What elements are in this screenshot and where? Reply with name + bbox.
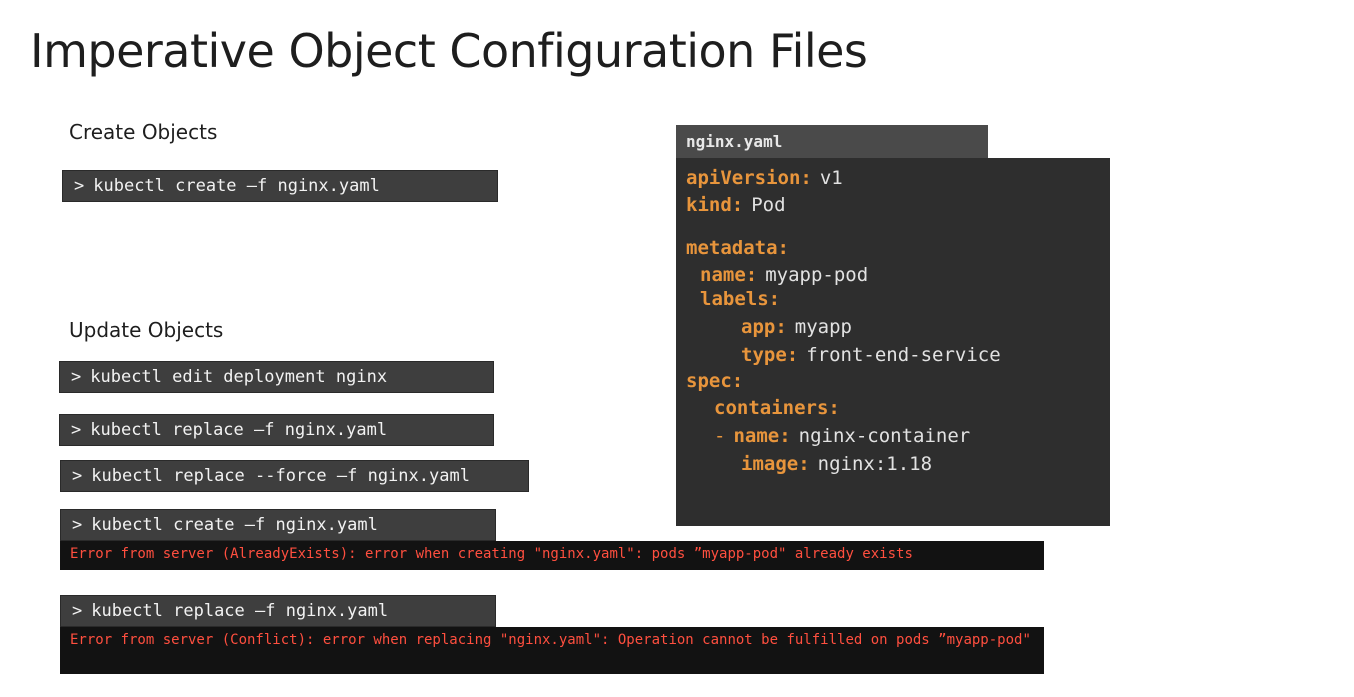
replace-again-command: > kubectl replace –f nginx.yaml bbox=[60, 595, 496, 627]
yaml-value: v1 bbox=[819, 167, 843, 189]
prompt-symbol: > bbox=[74, 176, 85, 196]
yaml-key: labels: bbox=[700, 288, 781, 310]
yaml-key: apiVersion: bbox=[686, 167, 812, 189]
yaml-line-kind: kind: Pod bbox=[686, 194, 786, 216]
yaml-key: metadata: bbox=[686, 237, 789, 259]
yaml-line-name: name: myapp-pod bbox=[700, 264, 868, 286]
yaml-value: myapp-pod bbox=[765, 264, 869, 286]
yaml-code-panel bbox=[676, 158, 1110, 526]
yaml-line-apiversion: apiVersion: v1 bbox=[686, 167, 843, 189]
yaml-key: type: bbox=[741, 344, 799, 366]
conflict-error: Error from server (Conflict): error when… bbox=[60, 627, 1044, 674]
command-text: kubectl create –f nginx.yaml bbox=[93, 176, 380, 196]
yaml-key: spec: bbox=[686, 370, 744, 392]
create-objects-heading: Create Objects bbox=[69, 120, 218, 144]
yaml-value: nginx-container bbox=[798, 425, 971, 447]
slide-title: Imperative Object Configuration Files bbox=[30, 24, 868, 78]
yaml-line-image: image: nginx:1.18 bbox=[741, 453, 932, 475]
command-text: kubectl edit deployment nginx bbox=[90, 367, 388, 387]
yaml-list-dash: - bbox=[714, 425, 726, 447]
prompt-symbol: > bbox=[72, 515, 83, 535]
yaml-line-containers: containers: bbox=[714, 397, 840, 419]
prompt-symbol: > bbox=[72, 466, 83, 486]
yaml-value: myapp bbox=[794, 316, 852, 338]
yaml-line-container-name: -name: nginx-container bbox=[714, 425, 970, 447]
yaml-value: front-end-service bbox=[806, 344, 1001, 366]
yaml-key: name: bbox=[733, 425, 791, 447]
yaml-filename-tab: nginx.yaml bbox=[676, 125, 988, 158]
yaml-key: app: bbox=[741, 316, 787, 338]
yaml-key: image: bbox=[741, 453, 810, 475]
yaml-line-app: app: myapp bbox=[741, 316, 852, 338]
already-exists-error: Error from server (AlreadyExists): error… bbox=[60, 541, 1044, 570]
command-text: kubectl replace –f nginx.yaml bbox=[90, 420, 388, 440]
create-again-command: > kubectl create –f nginx.yaml bbox=[60, 509, 496, 541]
yaml-key: name: bbox=[700, 264, 758, 286]
yaml-line-labels: labels: bbox=[700, 288, 780, 310]
yaml-key: containers: bbox=[714, 397, 840, 419]
yaml-line-metadata: metadata: bbox=[686, 237, 789, 259]
replace-force-command: > kubectl replace --force –f nginx.yaml bbox=[60, 460, 529, 492]
yaml-value: Pod bbox=[751, 194, 786, 216]
yaml-key: kind: bbox=[686, 194, 744, 216]
command-text: kubectl create –f nginx.yaml bbox=[91, 515, 378, 535]
create-command: > kubectl create –f nginx.yaml bbox=[62, 170, 498, 202]
yaml-line-spec: spec: bbox=[686, 370, 743, 392]
prompt-symbol: > bbox=[71, 420, 82, 440]
command-text: kubectl replace --force –f nginx.yaml bbox=[91, 466, 470, 486]
edit-command: > kubectl edit deployment nginx bbox=[59, 361, 494, 393]
command-text: kubectl replace –f nginx.yaml bbox=[91, 601, 389, 621]
prompt-symbol: > bbox=[72, 601, 83, 621]
yaml-line-type: type: front-end-service bbox=[741, 344, 1001, 366]
update-objects-heading: Update Objects bbox=[69, 318, 224, 342]
yaml-value: nginx:1.18 bbox=[817, 453, 933, 475]
prompt-symbol: > bbox=[71, 367, 82, 387]
replace-command: > kubectl replace –f nginx.yaml bbox=[59, 414, 494, 446]
